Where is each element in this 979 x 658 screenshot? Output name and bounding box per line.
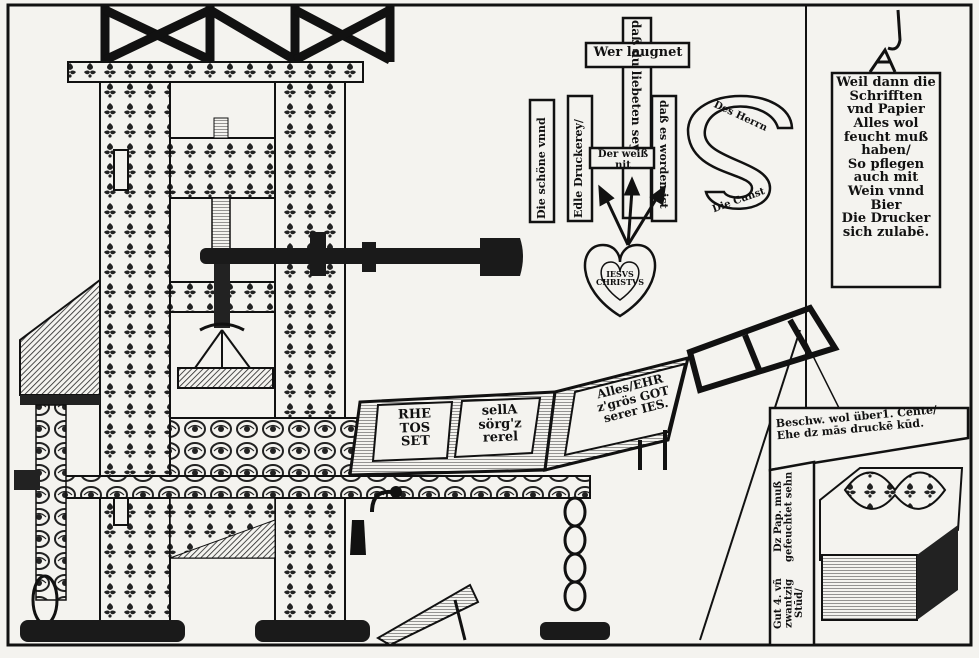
paper-stack (819, 467, 964, 621)
verse-line: Die Drucker (841, 211, 931, 227)
verse-line: feucht muß (843, 129, 929, 145)
verse-line: sich zulabē. (842, 225, 930, 241)
heart (583, 243, 657, 318)
tympan-line: SET (400, 433, 431, 450)
paper-note-side-text: Dz Pap. muß gefeuchtet sehn Gut 4. vñ zw… (773, 470, 812, 642)
tympan-right (543, 355, 691, 472)
verse-line: So pflegen (847, 156, 925, 172)
verse-line: Alles wol (853, 115, 919, 131)
press-rail (39, 475, 591, 499)
arrows (598, 176, 666, 246)
paper-note-side (768, 460, 816, 647)
ink-stand (19, 278, 101, 396)
press-coffin (169, 417, 366, 477)
frisket (686, 304, 840, 394)
tympan-left-col1: RHE TOS SET (383, 406, 446, 450)
ihs-i-text: Edle Druckerey/ (572, 119, 585, 218)
verse-line: haben/ (861, 143, 911, 159)
type-case (376, 583, 480, 647)
tympan-left (348, 390, 557, 477)
press-right-post (274, 81, 346, 623)
verse-box-text: Weil dann die Schrifften vnd Papier Alle… (834, 76, 938, 240)
verse-line: Schrifften (849, 88, 923, 104)
ihs-monogram (528, 94, 794, 224)
cross-vertical-text: daß du liebeten sey (629, 20, 643, 151)
paper-note-line: Gut 4. vñ zwantzig Stūd/ (773, 577, 805, 629)
ihs-h-text: daß es worden ist (657, 100, 670, 209)
press-head (169, 137, 276, 199)
press-spindle (214, 258, 230, 328)
press-base-right (255, 620, 370, 642)
paper-note-line: Dz Pap. muß gefeuchtet sehn (773, 471, 795, 562)
press-base-left (20, 620, 185, 642)
press-platen (177, 367, 274, 389)
ihs-left-text: Die schöne vnnd (535, 117, 548, 219)
verse-line: Bier (870, 197, 902, 213)
roof-truss (100, 5, 395, 65)
paper-note-top (768, 406, 970, 472)
press-top-beam (67, 61, 364, 83)
verse-line: auch mit (853, 170, 919, 186)
verse-line: Wein vnnd (847, 184, 925, 200)
tympan-line: rerel (482, 429, 519, 446)
verse-line: vnd Papier (847, 102, 925, 118)
table-leg-front (563, 496, 587, 612)
cross (584, 16, 691, 220)
verse-line: Weil dann die (836, 75, 936, 90)
verse-box (830, 71, 942, 289)
cross-bar-text: Der weiß nit (597, 149, 649, 171)
press-bar (200, 232, 523, 276)
tympan-left-col2: sellA sörg'z rerel (464, 402, 535, 446)
heart-text: IESVS CHRISTVS (595, 269, 645, 288)
outer-frame (6, 3, 973, 647)
cross-top-label: Wer laugnet (593, 45, 683, 60)
press-left-post (99, 81, 171, 623)
